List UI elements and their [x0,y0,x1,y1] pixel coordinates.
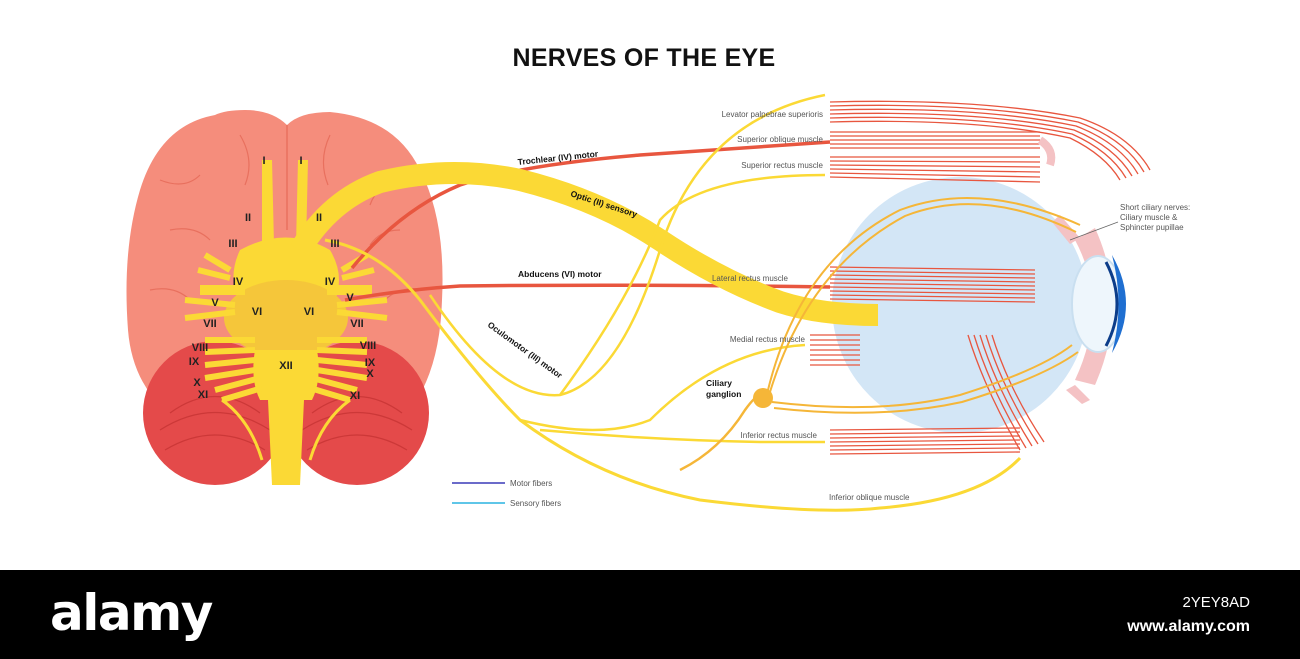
inferior-rectus-muscle [829,427,1021,455]
numeral-left-5: V [211,297,219,309]
inferior-oblique-label: Inferior oblique muscle [829,493,910,502]
image-id: 2YEY8AD [1182,594,1250,611]
superior-oblique-label: Superior oblique muscle [737,135,823,144]
legend-sensory-label: Sensory fibers [510,499,561,508]
site-url: www.alamy.com [1127,618,1250,635]
numeral-left-7: VII [203,318,216,330]
numeral-right-5: V [346,292,354,304]
lateral-rectus-muscle [829,266,1036,303]
cerebellum [143,341,429,485]
oculomotor-nerve [324,93,1081,512]
superior-rectus-label: Superior rectus muscle [741,161,823,170]
ciliary-ganglion-node [753,388,773,408]
diagram-stage: NERVES OF THE EYE [126,44,1192,512]
levator-label: Levator palpebrae superioris [722,110,823,119]
cranial-nerve-numerals: I II III IV V VI VII VIII IX X XI I II I… [189,155,376,402]
numeral-left-6: VI [252,306,262,318]
inferior-rectus-label: Inferior rectus muscle [741,431,818,440]
numeral-left-9: IX [189,356,200,368]
numeral-left-4: IV [233,276,244,288]
levator-muscle [829,100,1151,181]
numeral-right-11: XI [350,390,360,402]
trochlear-nerve [350,140,831,270]
numeral-left-2: II [245,212,251,224]
nerves-diagram: I II III IV V VI VII VIII IX X XI I II I… [126,93,1192,512]
numeral-left-11: XI [198,389,208,401]
short-ciliary-pointer [1069,221,1119,241]
numeral-right-1: I [299,155,302,167]
abducens-label: Abducens (VI) motor [518,269,602,279]
superior-rectus-muscle [829,156,1041,183]
numeral-right-7: VII [350,318,363,330]
numeral-left-10: X [193,377,201,389]
legend-motor-label: Motor fibers [510,479,552,488]
numeral-center-12: XII [279,360,292,372]
numeral-right-6: VI [304,306,314,318]
numeral-left-3: III [228,238,237,250]
medial-rectus-label: Medial rectus muscle [730,335,806,344]
ciliary-ganglion-label: Ciliary ganglion [706,378,741,399]
brand-logo: alamy [50,584,213,642]
optic-nerve [290,162,879,326]
legend: Motor fibers Sensory fibers [452,479,561,508]
eyeball [832,177,1126,433]
diagram-title: NERVES OF THE EYE [512,44,776,72]
superior-oblique-muscle [830,131,1056,167]
lateral-rectus-label: Lateral rectus muscle [712,274,789,283]
numeral-right-9: IX [365,357,376,369]
numeral-right-10: X [366,368,374,380]
numeral-left-1: I [262,155,265,167]
numeral-right-4: IV [325,276,336,288]
brainstem [184,160,388,485]
short-ciliary-label: Short ciliary nerves: Ciliary muscle & S… [1120,203,1192,232]
numeral-right-3: III [330,238,339,250]
numeral-right-2: II [316,212,322,224]
footer-bar: alamy 2YEY8AD www.alamy.com [0,570,1300,659]
numeral-right-8: VIII [360,340,377,352]
medial-rectus-muscle [810,334,860,366]
numeral-left-8: VIII [192,342,209,354]
